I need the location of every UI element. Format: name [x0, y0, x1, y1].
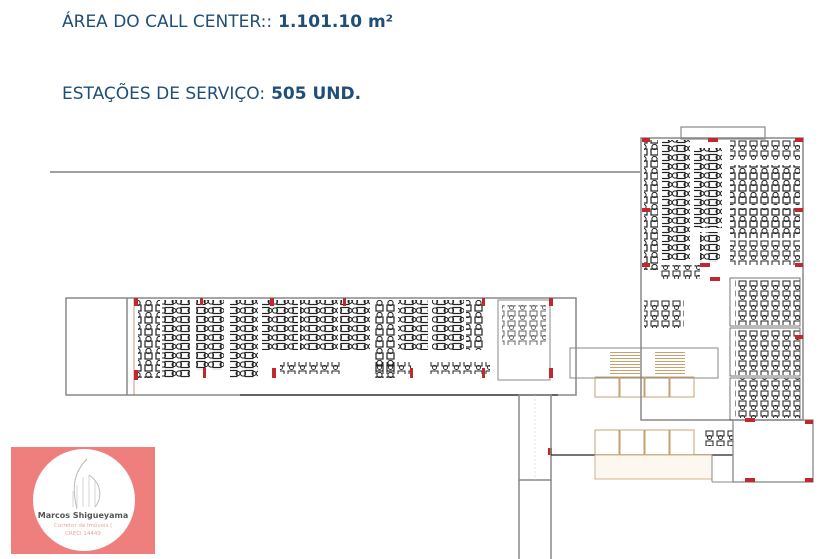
stations-value: 505 UND.: [271, 84, 362, 104]
structural-columns: [134, 298, 553, 455]
building-icon: [72, 458, 101, 510]
east-wing-wall: [640, 137, 804, 421]
stair-core: [569, 347, 719, 480]
area-value: 1.101.10 m²: [278, 12, 394, 32]
east-wing-workstations: [644, 140, 800, 446]
logo-circle: [33, 449, 135, 551]
call-center-area: ÁREA DO CALL CENTER::1.101.10 m²: [62, 12, 393, 32]
west-wing-workstations: [138, 300, 490, 378]
broker-name: Marcos Shigueyama: [37, 511, 129, 520]
broker-title: Corretor de Imóveis |: [53, 523, 113, 529]
service-stations: ESTAÇÕES DE SERVIÇO:505 UND.: [62, 84, 361, 104]
manager-room: [732, 419, 814, 483]
stations-label: ESTAÇÕES DE SERVIÇO:: [62, 84, 266, 104]
area-label: ÁREA DO CALL CENTER::: [62, 12, 273, 32]
broker-logo: Marcos Shigueyama Corretor de Imóveis | …: [11, 447, 155, 554]
broker-subtitle: Corretor de Imóveis | CRECI 14449: [11, 522, 155, 538]
broker-creci: CRECI 14449: [65, 531, 101, 537]
